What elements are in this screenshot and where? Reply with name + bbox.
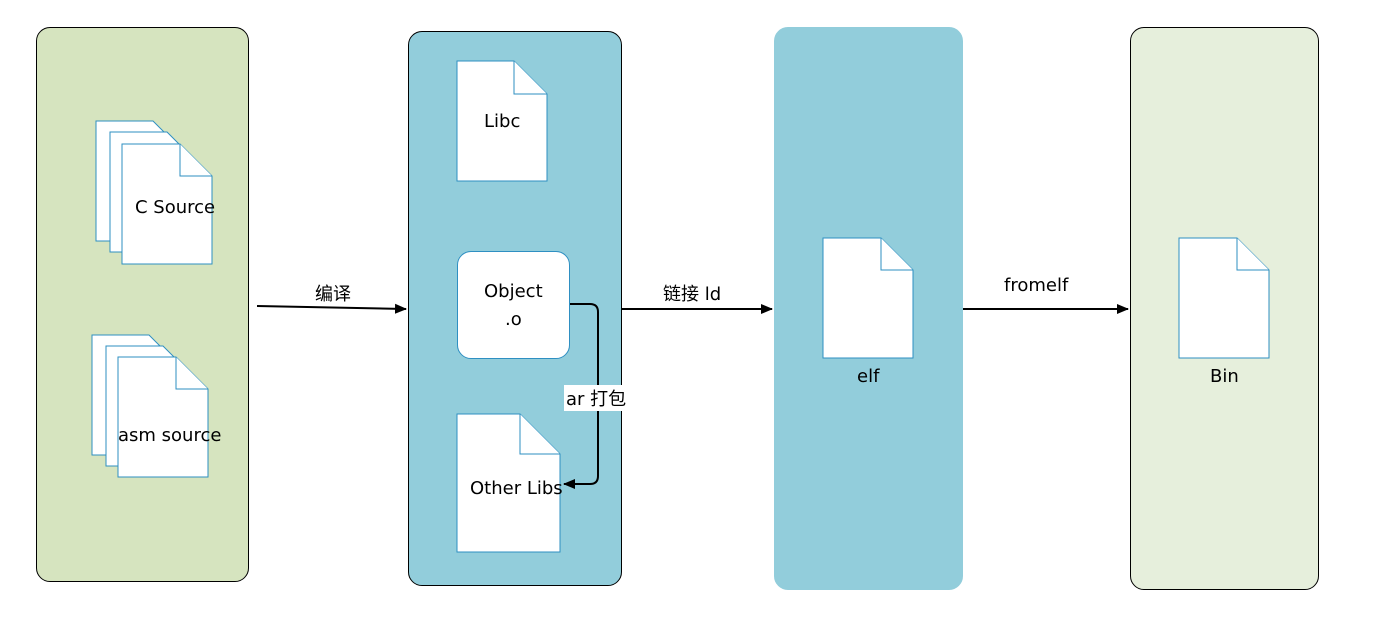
compile-edge-label: 编译 <box>315 284 351 305</box>
compile-arrow <box>256 303 407 314</box>
bin-doc-icon <box>1178 237 1270 359</box>
asm-source-doc-stack-icon <box>91 334 209 478</box>
object-label-line2: .o <box>505 309 522 330</box>
source-panel <box>36 27 249 582</box>
c-source-doc-stack-icon <box>95 120 213 265</box>
archive-edge-label: ar 打包 <box>564 385 629 411</box>
c-source-label: C Source <box>135 197 216 218</box>
elf-label: elf <box>857 366 880 387</box>
libc-label: Libc <box>484 111 521 132</box>
fromelf-edge-label: fromelf <box>1004 275 1069 296</box>
link-edge-label: 链接 ld <box>663 284 722 305</box>
libc-doc-icon <box>456 60 548 182</box>
asm-source-label: asm source <box>118 425 222 446</box>
bin-label: Bin <box>1210 366 1239 387</box>
object-label-line1: Object <box>484 281 543 302</box>
other-libs-doc-icon <box>456 413 561 553</box>
elf-doc-icon <box>822 237 914 359</box>
object-node <box>457 251 570 359</box>
other-libs-label: Other Libs <box>470 478 563 499</box>
